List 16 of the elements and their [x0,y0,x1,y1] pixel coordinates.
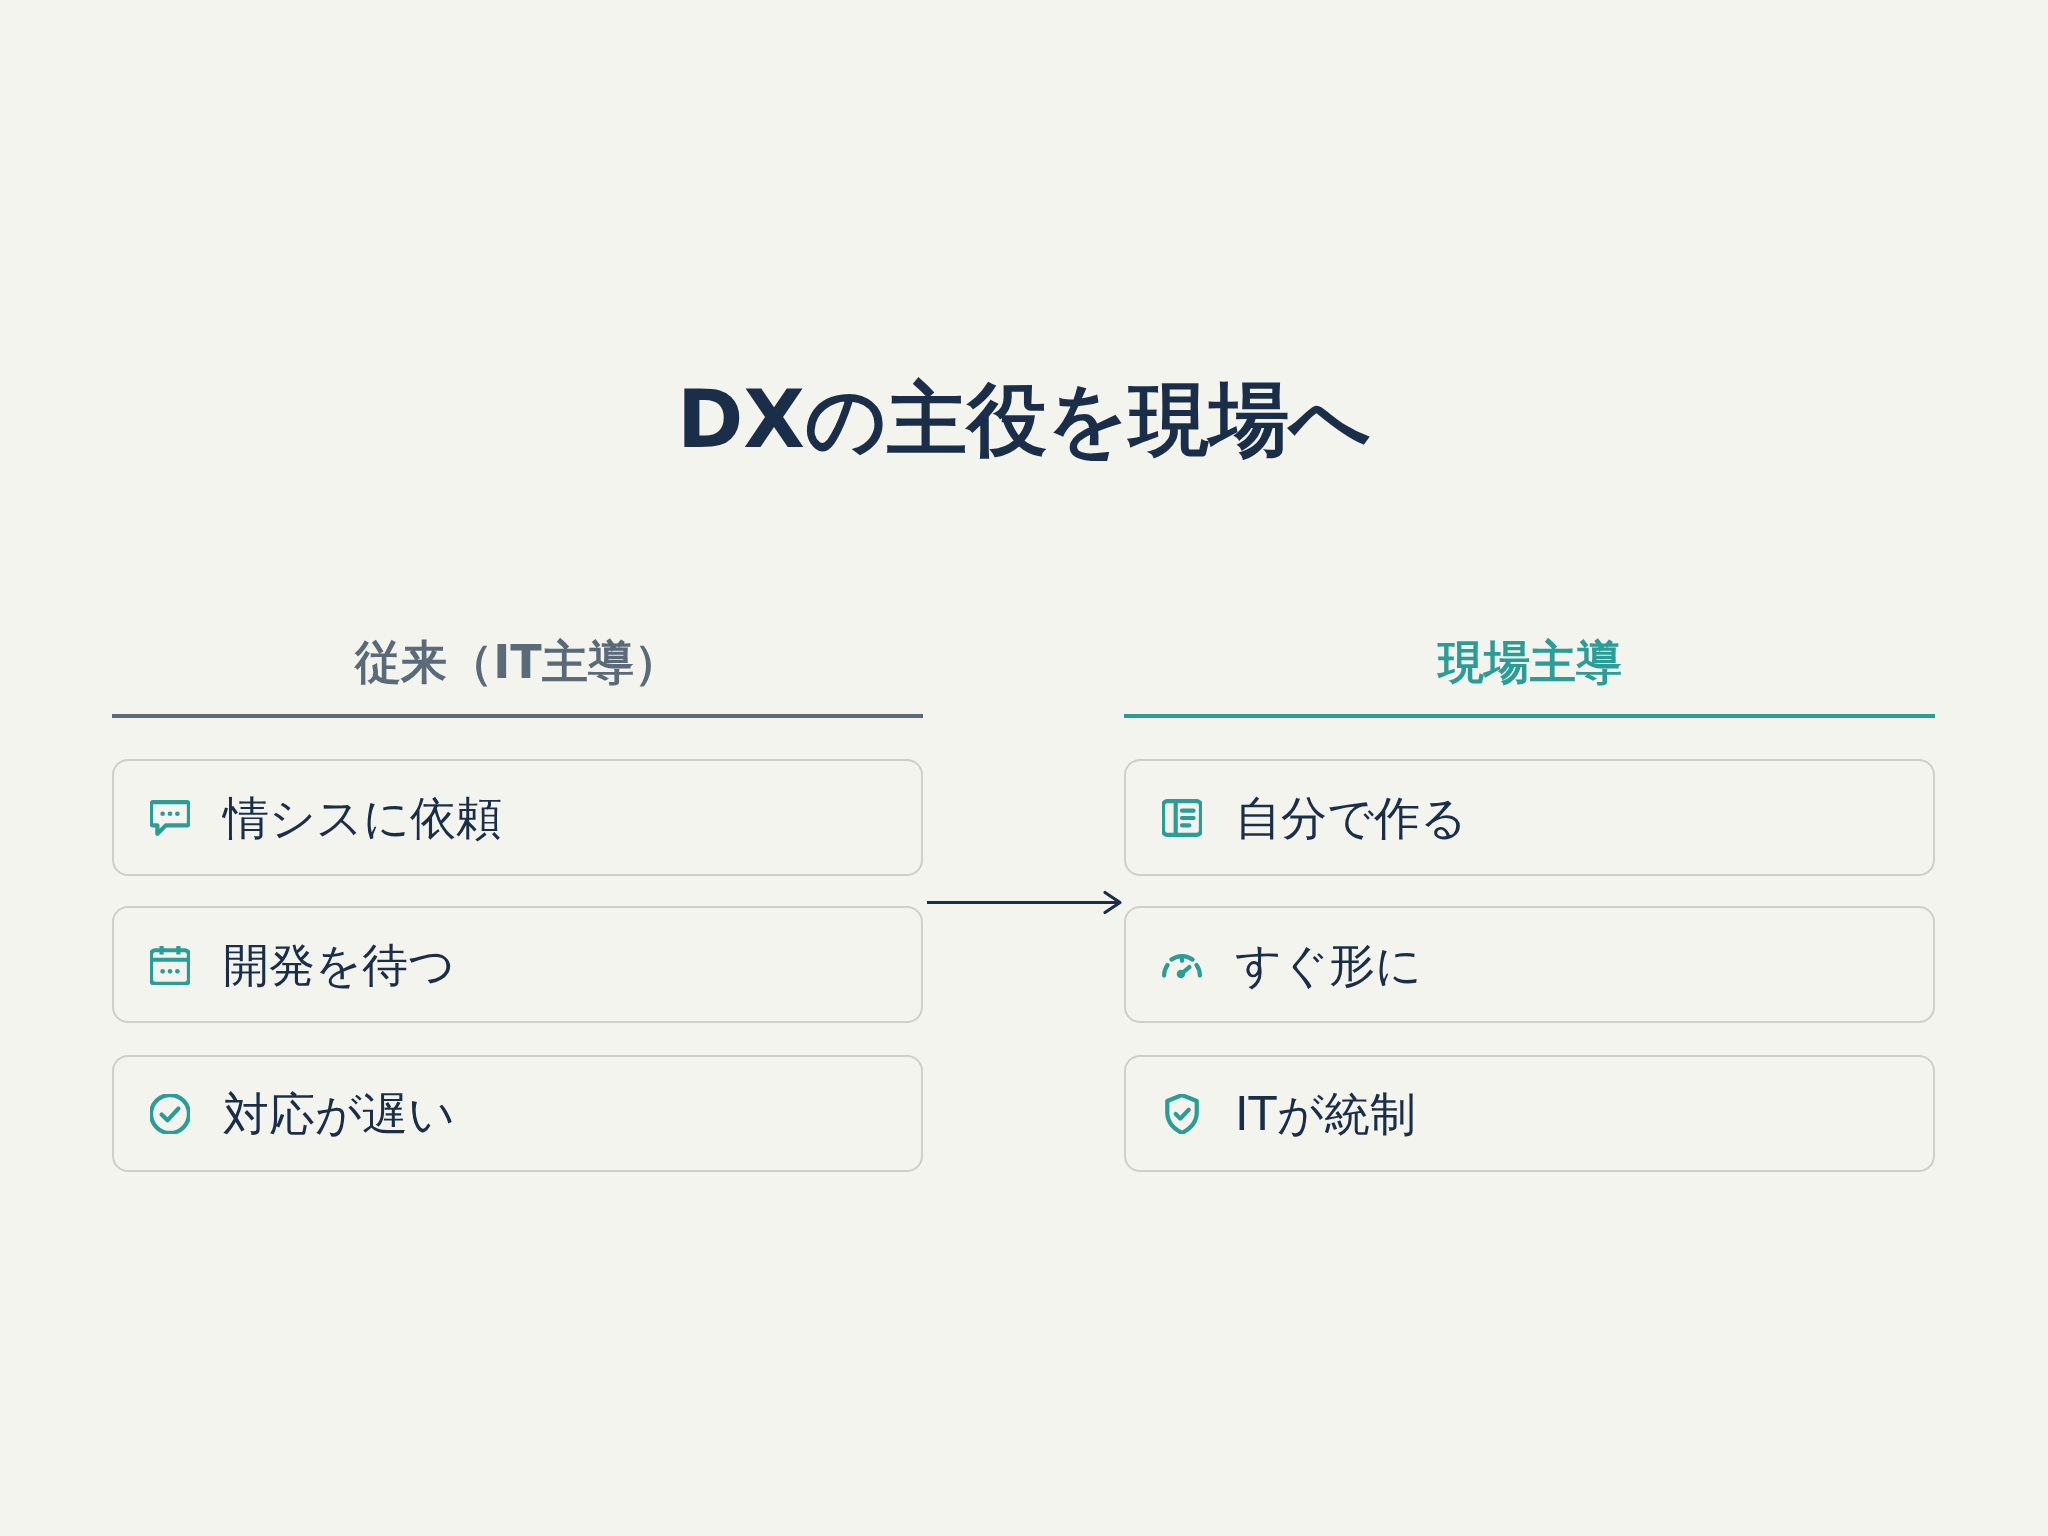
item-text: 開発を待つ [223,936,455,994]
column-heading: 従来（IT主導） [112,630,923,718]
item-text: 情シスに依頼 [223,789,502,847]
title: DXの主役を現場へ [676,372,1372,468]
item-text: 対応が遅い [223,1085,455,1143]
item-text: 自分で作る [1235,789,1467,847]
column-heading: 現場主導 [1124,630,1935,718]
item-card [1124,906,1935,1023]
item-card [112,906,923,1023]
arrow [927,890,1122,915]
item-card [112,1055,923,1172]
item-card [1124,759,1935,876]
item-card [1124,1055,1935,1172]
item-card [112,759,923,876]
item-text: すぐ形に [1235,936,1422,994]
item-text: ITが統制 [1235,1085,1416,1143]
